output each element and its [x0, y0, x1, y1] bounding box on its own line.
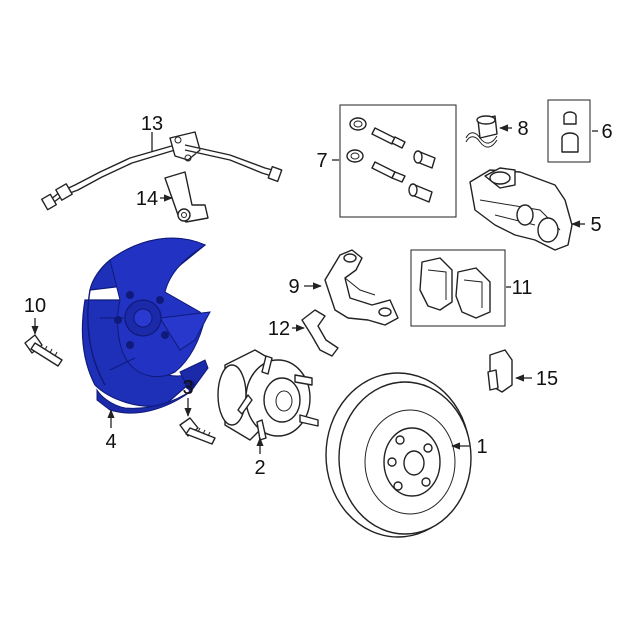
guide-pin-kit-part[interactable] [346, 117, 436, 203]
callout-9: 9 [288, 276, 299, 298]
brake-rotor-part[interactable] [325, 372, 472, 538]
callout-8: 8 [517, 118, 528, 140]
callout-7: 7 [316, 150, 327, 172]
brake-hose-part[interactable] [40, 131, 283, 211]
callout-4: 4 [105, 431, 116, 453]
anti-rattle-clip-part[interactable] [301, 309, 339, 357]
callout-11: 11 [512, 277, 533, 299]
bolt-3-part[interactable] [179, 417, 216, 445]
brake-caliper-part[interactable] [469, 167, 573, 251]
callout-15: 15 [536, 368, 558, 390]
callout-1: 1 [476, 436, 487, 458]
caliper-bracket-part[interactable] [324, 249, 399, 326]
boot-kit-box [547, 99, 591, 163]
pad-set-box [410, 249, 506, 327]
hose-bracket-part[interactable] [164, 171, 209, 223]
callout-3: 3 [182, 377, 193, 399]
bolt-10-part[interactable] [24, 334, 63, 367]
wear-sensor-part[interactable] [487, 349, 513, 393]
caliper-boot-kit-part[interactable] [561, 111, 579, 153]
callout-6: 6 [601, 121, 612, 143]
callout-5: 5 [590, 214, 601, 236]
callout-14: 14 [136, 188, 158, 210]
callout-13: 13 [141, 113, 163, 135]
callout-12: 12 [268, 318, 290, 340]
callout-2: 2 [254, 457, 265, 479]
backing-plate-part[interactable] [81, 237, 211, 414]
spring-clip-part[interactable] [465, 115, 498, 148]
hub-bearing-part[interactable] [217, 349, 319, 441]
callout-10: 10 [24, 295, 46, 317]
pin-kit-box [339, 104, 457, 218]
brake-pads-part[interactable] [419, 257, 491, 319]
